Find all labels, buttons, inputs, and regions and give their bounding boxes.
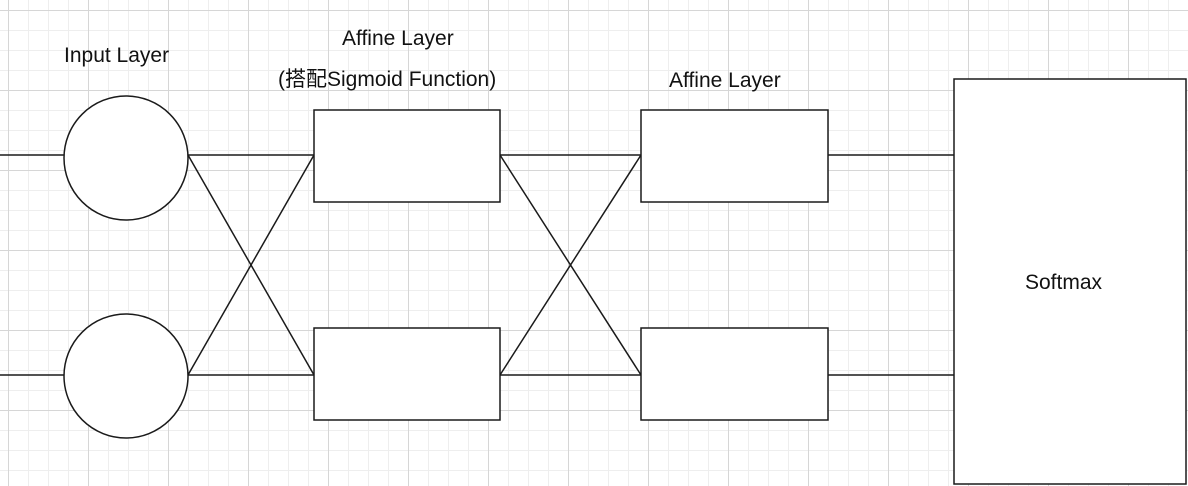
affine1-box-bottom bbox=[313, 327, 501, 421]
softmax-label: Softmax bbox=[1025, 271, 1103, 294]
affine-layer-1-note: (搭配Sigmoid Function) bbox=[278, 68, 497, 91]
softmax-box bbox=[953, 78, 1187, 485]
edge-h2-o1 bbox=[499, 154, 642, 376]
edge-in2-h1 bbox=[187, 154, 315, 376]
affine-layer-1-label: Affine Layer bbox=[342, 27, 454, 50]
input-node-bottom bbox=[63, 313, 189, 439]
affine2-box-top bbox=[640, 109, 829, 203]
input-node-top bbox=[63, 95, 189, 221]
affine2-box-bottom bbox=[640, 327, 829, 421]
input-layer-label: Input Layer bbox=[64, 44, 170, 67]
affine1-box-top bbox=[313, 109, 501, 203]
affine-layer-2-label: Affine Layer bbox=[669, 69, 781, 92]
